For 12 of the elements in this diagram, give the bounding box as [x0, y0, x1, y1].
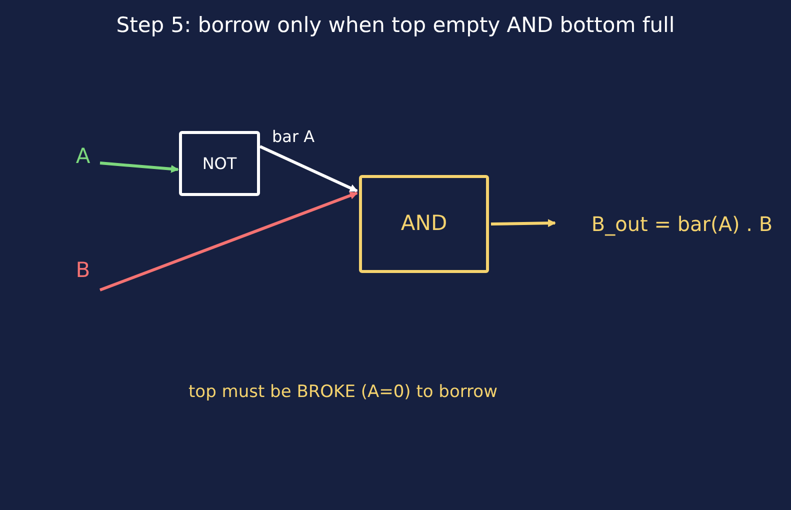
- edge-label: bar A: [272, 126, 315, 148]
- output-expression: B_out = bar(A) . B: [582, 209, 782, 237]
- input-label: A: [68, 143, 98, 171]
- arrow: [259, 145, 358, 192]
- arrow: [99, 192, 358, 292]
- arrow: [100, 162, 179, 173]
- and-gate-box: AND: [359, 175, 489, 273]
- not-gate-box: NOT: [179, 131, 260, 196]
- diagram-title: Step 5: borrow only when top empty AND bottom full: [115, 12, 676, 39]
- input-label: B: [68, 257, 98, 285]
- arrow: [490, 219, 556, 228]
- note-text: top must be BROKE (A=0) to borrow: [188, 381, 498, 404]
